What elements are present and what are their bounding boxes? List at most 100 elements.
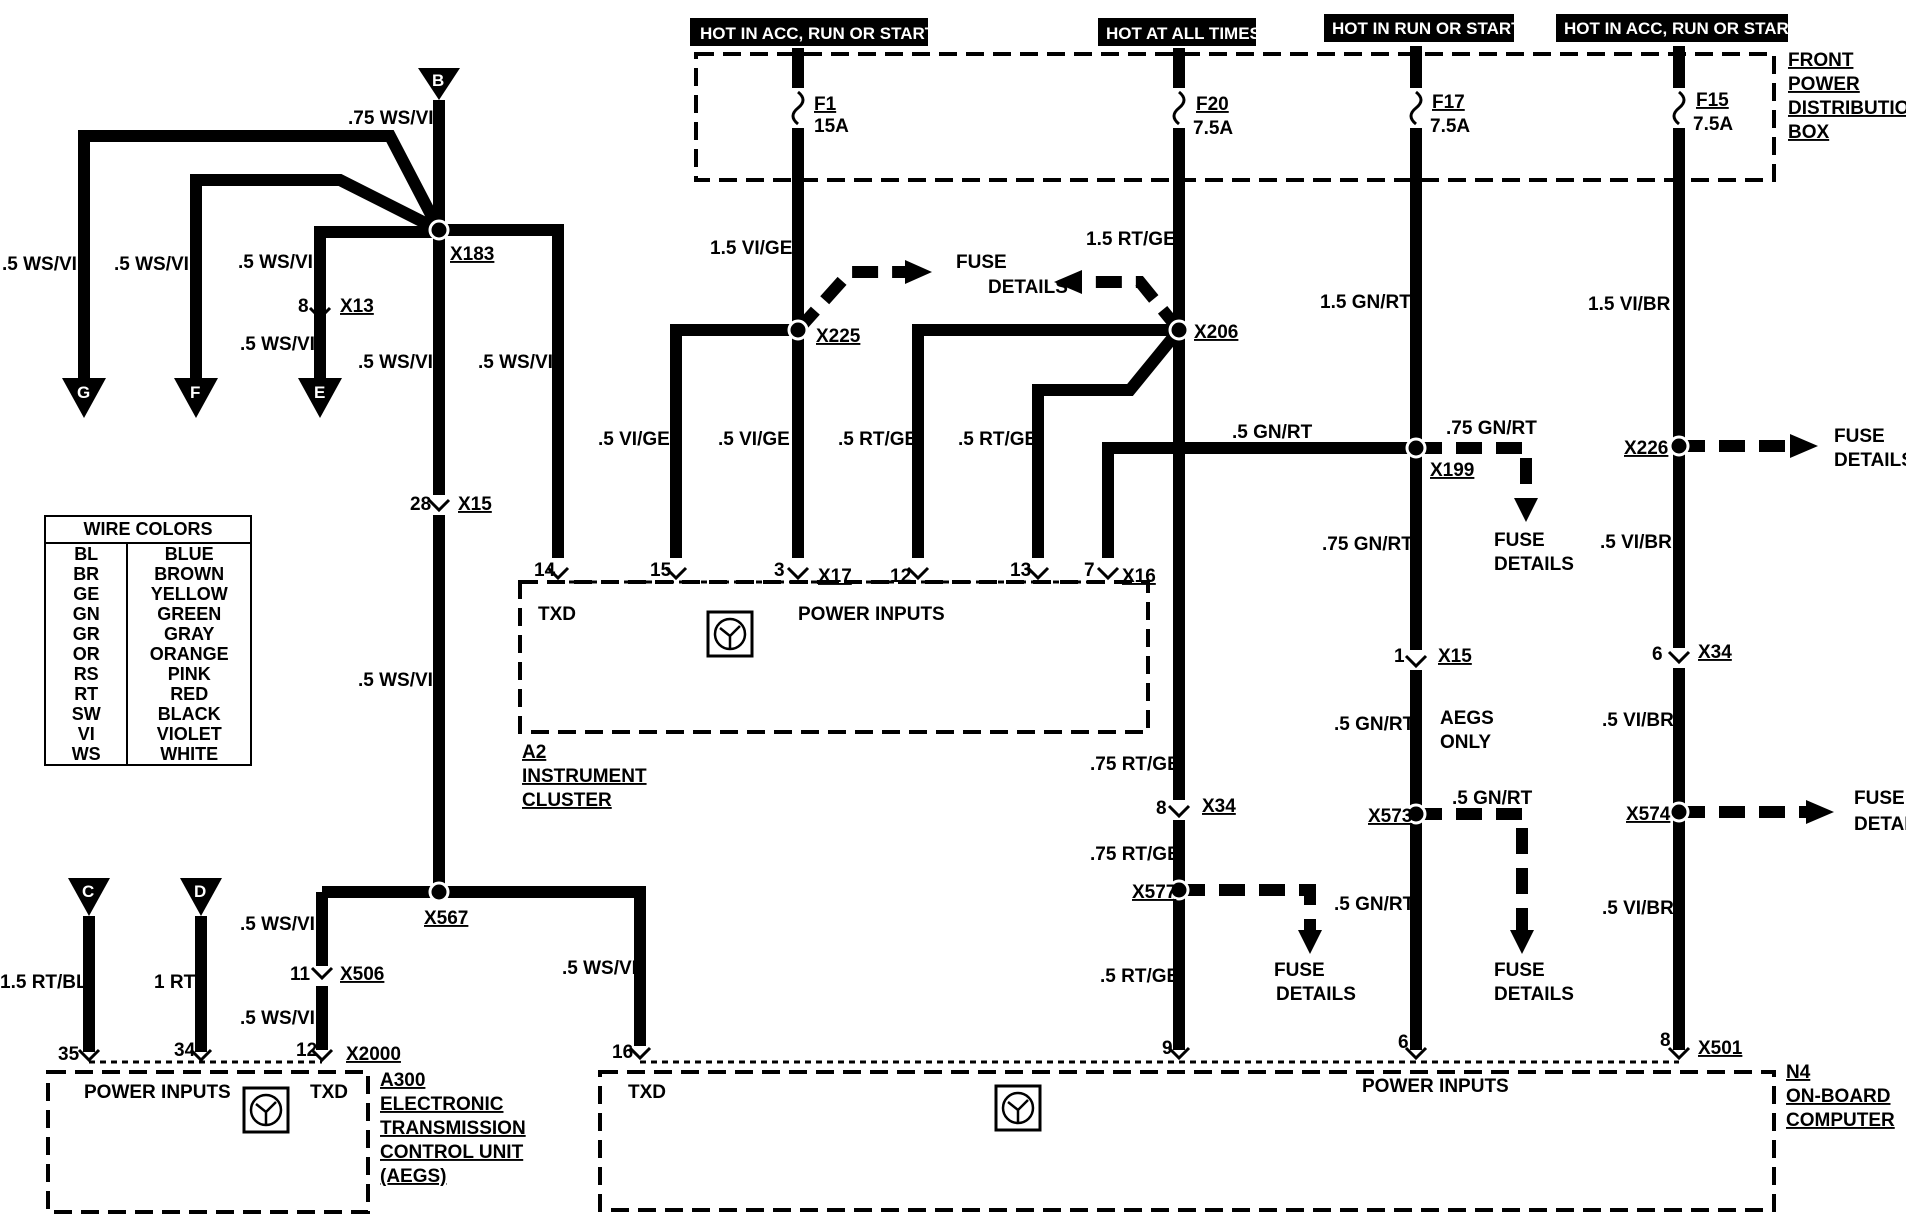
- fuse-details-3: FUSE DETAILS: [1274, 960, 1356, 1005]
- svg-text:(AEGS): (AEGS): [380, 1166, 447, 1187]
- svg-text:FUSE: FUSE: [1494, 960, 1545, 981]
- splice-x573-label: X573: [1368, 806, 1412, 827]
- svg-text:3: 3: [774, 560, 785, 581]
- svg-text:7.5A: 7.5A: [1193, 118, 1233, 139]
- wire-label-vi-br-5c: .5 VI/BR: [1602, 898, 1674, 919]
- svg-text:7.5A: 7.5A: [1693, 114, 1733, 135]
- splice-x225-label: X225: [816, 326, 861, 347]
- a2-instrument-cluster: 14 15 3 12 13 7 X17 X16 TXD POWER INPUTS…: [518, 560, 1156, 811]
- header-f15: HOT IN ACC, RUN OR START: [1564, 19, 1800, 38]
- rt-ge-circuit: [912, 150, 1416, 1050]
- wire-label-ws-vi-e2: .5 WS/VI: [240, 334, 315, 355]
- fuse-box-label: FRONT POWER DISTRIBUTION BOX: [1788, 50, 1906, 143]
- svg-text:F15: F15: [1696, 90, 1729, 111]
- svg-text:6: 6: [1398, 1032, 1409, 1053]
- wire-label-rt-ge-75a: .75 RT/GE: [1090, 754, 1180, 775]
- pin-x34a-number: 6: [1652, 644, 1663, 665]
- svg-text:ON-BOARD: ON-BOARD: [1786, 1086, 1891, 1107]
- splice-x183-label: X183: [450, 244, 494, 265]
- fuse-details-5: FUSE DETAILS: [1834, 426, 1906, 471]
- svg-text:FRONT: FRONT: [1788, 50, 1854, 71]
- wire-label-rt-ge-5b: .5 RT/GE: [958, 429, 1037, 450]
- svg-text:B: B: [432, 71, 444, 90]
- wire-label-ws-vi-txd: .5 WS/VI: [478, 352, 553, 373]
- svg-text:16: 16: [612, 1042, 633, 1063]
- svg-text:TXD: TXD: [538, 604, 576, 625]
- splice-x574-dot: [1668, 801, 1690, 823]
- svg-text:X501: X501: [1698, 1038, 1743, 1059]
- pin-x506-number: 11: [290, 964, 311, 985]
- splice-x226-label: X226: [1624, 438, 1668, 459]
- svg-text:15: 15: [650, 560, 672, 581]
- svg-text:N4: N4: [1786, 1062, 1811, 1083]
- pin-x15b-mark: [1404, 654, 1428, 669]
- fuse-f1: F1 15A: [791, 48, 849, 150]
- wire-label-vi-br-5a: .5 VI/BR: [1600, 532, 1672, 553]
- wire-label-ws-vi-75: .75 WS/VI: [348, 108, 434, 129]
- aegs-only-note: AEGS ONLY: [1440, 708, 1494, 753]
- fuse-details-2: FUSE DETAILS: [1494, 530, 1574, 575]
- splice-x225-dot: [787, 319, 809, 341]
- header-badge-f17: [1324, 14, 1514, 42]
- pin-x15a-number: 28: [410, 494, 431, 515]
- svg-text:COMPUTER: COMPUTER: [1786, 1110, 1895, 1131]
- wire-label-rt-ge-5c: .5 RT/GE: [1100, 966, 1179, 987]
- svg-text:7: 7: [1084, 560, 1095, 581]
- svg-text:12: 12: [890, 566, 911, 587]
- fuse-details-6: FUSE DETAILS: [1854, 788, 1906, 835]
- a300-transmission-control-unit: 35 34 12 X2000 POWER INPUTS TXD A300 ELE…: [46, 1040, 526, 1214]
- svg-text:ONLY: ONLY: [1440, 732, 1491, 753]
- fuse-details-1: FUSE DETAILS: [956, 252, 1068, 298]
- wire-label-vi-ge-15: 1.5 VI/GE: [710, 238, 792, 259]
- svg-text:TXD: TXD: [310, 1082, 348, 1103]
- pin-x506-mark: [310, 966, 334, 981]
- pin-x34b-label: X34: [1202, 796, 1236, 817]
- fuse-box-outline: [694, 52, 1776, 182]
- fuse-f15: F15 7.5A: [1672, 46, 1733, 150]
- wire-label-gn-rt-5c: .5 GN/RT: [1452, 788, 1533, 809]
- pin-x34a-mark: [1667, 650, 1691, 665]
- svg-text:DETAILS: DETAILS: [1834, 450, 1906, 471]
- wire-label-gn-rt-75b: .75 GN/RT: [1322, 534, 1413, 555]
- splice-x206-label: X206: [1194, 322, 1238, 343]
- svg-text:F17: F17: [1432, 92, 1465, 113]
- splice-x226-dot: [1668, 435, 1690, 457]
- header-f1: HOT IN ACC, RUN OR START: [700, 24, 936, 43]
- svg-text:BOX: BOX: [1788, 122, 1830, 143]
- pin-x15a-mark: [427, 498, 451, 513]
- vi-br-circuit: [1673, 150, 1834, 1050]
- connector-c: C: [68, 878, 110, 916]
- connector-g: G: [62, 378, 106, 418]
- svg-text:E: E: [314, 383, 325, 402]
- svg-text:DETAILS: DETAILS: [1854, 814, 1906, 835]
- wire-label-ws-vi-x506b: .5 WS/VI: [240, 1008, 315, 1029]
- svg-text:FUSE: FUSE: [1274, 960, 1325, 981]
- gn-rt-circuit: [1410, 150, 1538, 1050]
- wire-label-rt-bl: 1.5 RT/BL: [0, 972, 88, 993]
- header-badge-f20: [1098, 18, 1256, 46]
- svg-text:TRANSMISSION: TRANSMISSION: [380, 1118, 526, 1139]
- wire-label-rt-ge-15: 1.5 RT/GE: [1086, 229, 1176, 250]
- svg-text:13: 13: [1010, 560, 1031, 581]
- pin-x15a-label: X15: [458, 494, 492, 515]
- svg-text:7.5A: 7.5A: [1430, 116, 1470, 137]
- wire-label-gn-rt-5a: .5 GN/RT: [1232, 422, 1313, 443]
- fuse-f20: F20 7.5A: [1172, 48, 1233, 150]
- svg-text:POWER INPUTS: POWER INPUTS: [84, 1082, 231, 1103]
- svg-text:DETAILS: DETAILS: [1494, 984, 1574, 1005]
- splice-x199-label: X199: [1430, 460, 1474, 481]
- pin-x13-mark: [308, 306, 332, 321]
- splice-x206-dot: [1168, 319, 1190, 341]
- svg-text:AEGS: AEGS: [1440, 708, 1494, 729]
- svg-text:FUSE: FUSE: [1834, 426, 1885, 447]
- svg-text:CLUSTER: CLUSTER: [522, 790, 612, 811]
- svg-text:F1: F1: [814, 94, 837, 115]
